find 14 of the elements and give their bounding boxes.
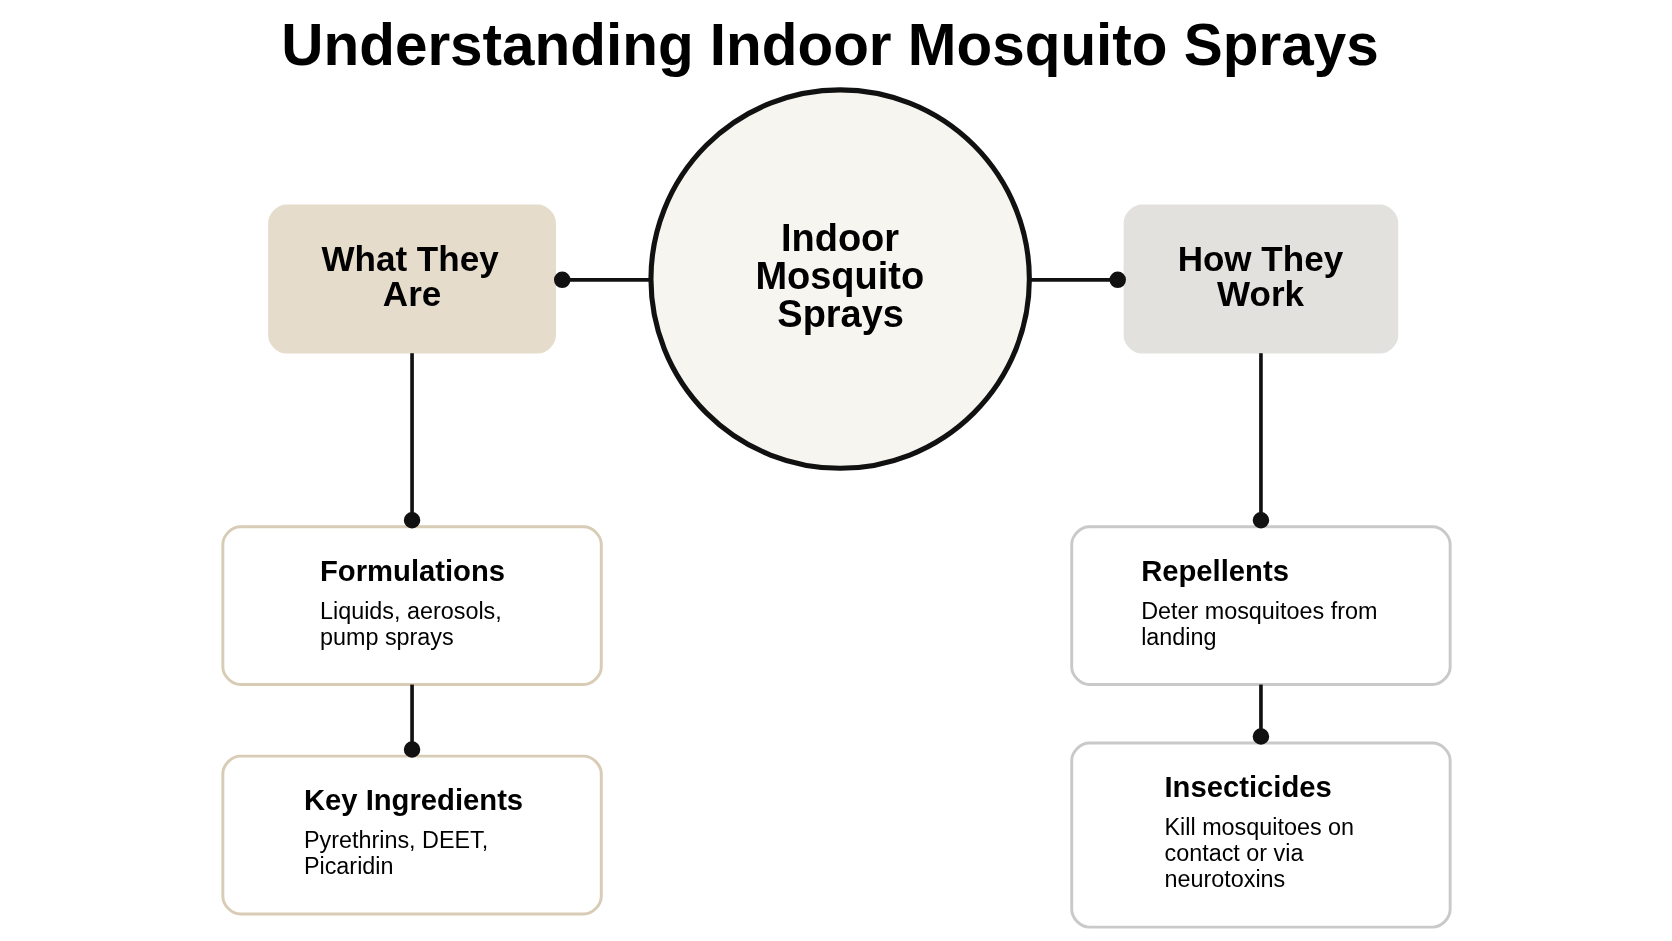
node-circle: Indoor Mosquito Sprays <box>647 87 1032 471</box>
node-box: Repellents Deter mosquitoes from landing <box>1069 525 1452 686</box>
node-box: What They Are <box>267 204 556 354</box>
connector <box>403 684 420 758</box>
node-box: Key Ingredients Pyrethrins, DEET, Picaridin <box>220 754 603 916</box>
connector <box>1252 684 1269 745</box>
node-box: Insecticides Kill mosquitoes on contact or via neurotoxins <box>1069 741 1452 929</box>
diagram-title: Understanding Indoor Mosquito Sprays <box>280 12 1379 78</box>
connector <box>553 271 651 289</box>
connector <box>1252 353 1269 529</box>
connector <box>1029 271 1126 289</box>
node-box: Formulations Liquids, aerosols, pump sprays <box>220 525 603 686</box>
node-box: How They Work <box>1123 204 1398 354</box>
connector <box>403 353 420 529</box>
